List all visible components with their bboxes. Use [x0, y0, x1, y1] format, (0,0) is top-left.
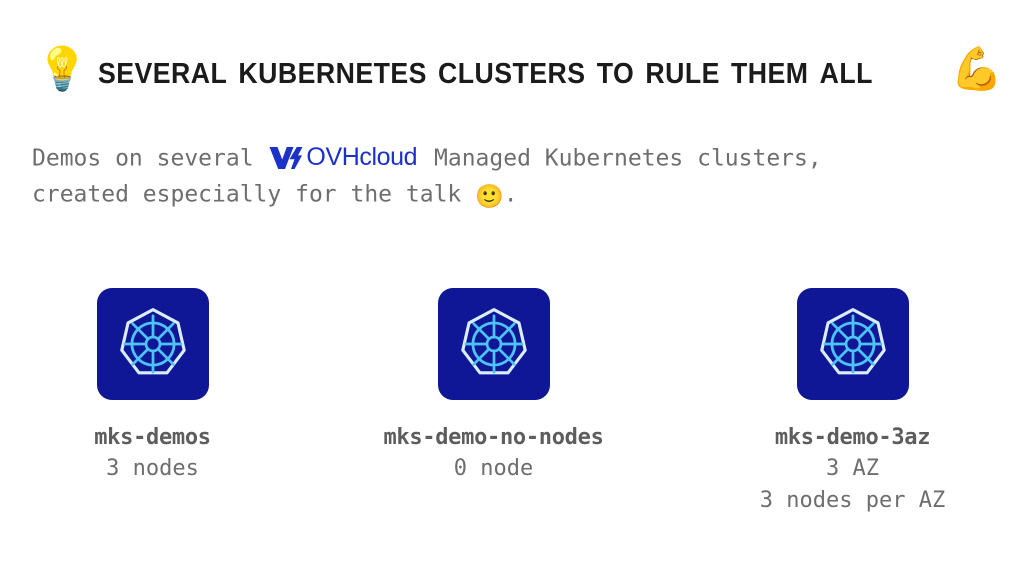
- cluster-labels: mks-demo-no-nodes 0 node: [383, 423, 603, 485]
- cluster-card: mks-demo-3az 3 AZ 3 nodes per AZ: [682, 288, 1023, 517]
- intro-text-before-logo: Demos on several: [32, 145, 268, 172]
- cluster-card: mks-demos 3 nodes: [0, 288, 323, 485]
- ovhcloud-logo: OVHcloud: [269, 142, 418, 171]
- cluster-name: mks-demo-3az: [774, 425, 931, 450]
- cluster-card: mks-demo-no-nodes 0 node: [323, 288, 664, 485]
- slightly-smiling-face-icon: 🙂: [475, 184, 504, 210]
- kubernetes-icon: [796, 288, 909, 400]
- intro-text-line2-after-emoji: .: [503, 181, 518, 208]
- ovhcloud-mark-icon: [269, 145, 303, 169]
- cluster-detail: 3 nodes: [106, 456, 199, 481]
- intro-paragraph: Demos on several OVHcloud Managed Kubern…: [32, 140, 992, 212]
- cluster-list: mks-demos 3 nodes: [0, 288, 1024, 517]
- intro-text-after-logo: Managed Kubernetes clusters,: [420, 145, 822, 172]
- kubernetes-icon: [437, 288, 550, 400]
- cluster-detail: 3 nodes per AZ: [759, 488, 946, 513]
- cluster-detail: 3 AZ: [826, 456, 879, 481]
- page-title-text: Several Kubernetes clusters to rule them…: [98, 44, 874, 92]
- intro-line-1: Demos on several OVHcloud Managed Kubern…: [32, 140, 992, 176]
- intro-line-2: created especially for the talk 🙂.: [32, 176, 992, 212]
- intro-text-line2-before-emoji: created especially for the talk: [32, 181, 476, 208]
- cluster-labels: mks-demos 3 nodes: [94, 423, 211, 485]
- page-title: 💡 Several Kubernetes clusters to rule th…: [36, 34, 1003, 104]
- cluster-name: mks-demos: [94, 425, 211, 450]
- light-bulb-icon: 💡: [36, 44, 89, 93]
- cluster-name: mks-demo-no-nodes: [383, 425, 604, 450]
- cluster-detail: 0 node: [453, 456, 534, 481]
- kubernetes-icon: [96, 288, 209, 400]
- ovhcloud-wordmark: OVHcloud: [306, 142, 418, 171]
- cluster-labels: mks-demo-3az 3 AZ 3 nodes per AZ: [760, 423, 945, 517]
- flexed-biceps-icon: 💪: [950, 44, 1003, 93]
